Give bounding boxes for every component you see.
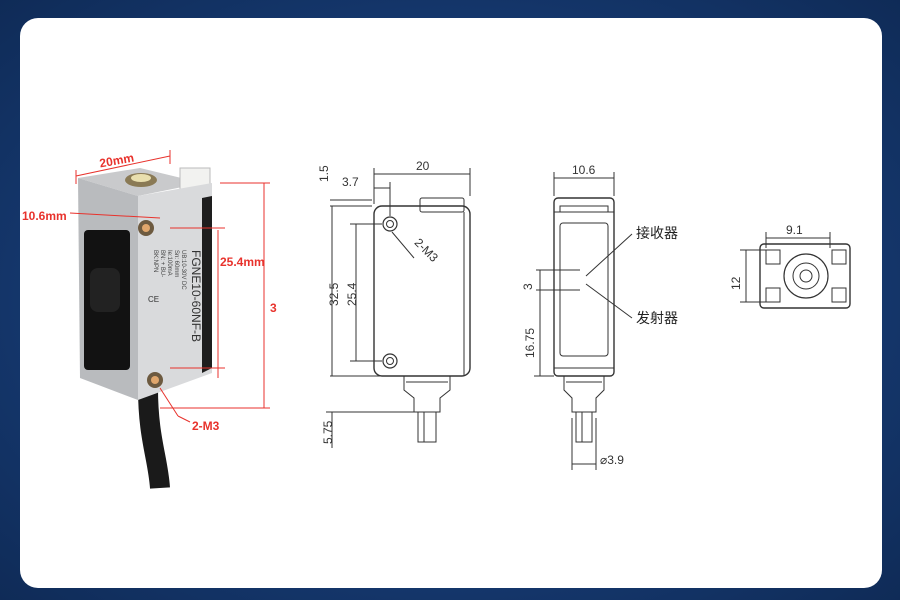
spec-line: Sn: 60mm <box>173 250 179 277</box>
side-dim-bottom: 5.75 <box>321 420 335 444</box>
side-view-hole-leader <box>391 231 415 259</box>
front-dim-cable: ⌀3.9 <box>600 453 624 467</box>
top-dim-height: 12 <box>729 276 743 290</box>
front-dim-gap: 3 <box>521 283 535 290</box>
front-view-drawing <box>534 172 633 470</box>
side-view-labels: 20 3.7 1.5 32.5 25.4 5.75 2-M3 <box>317 159 441 444</box>
top-view-drawing <box>740 232 851 309</box>
sensor-cable <box>138 387 170 489</box>
side-view-gland <box>403 376 451 413</box>
front-view-body <box>553 197 615 377</box>
ce-mark-icon: CE <box>148 295 159 304</box>
side-view-drawing <box>326 168 471 448</box>
hole-spacing-dimension: 25.4mm <box>220 255 265 269</box>
top-dim-width: 9.1 <box>786 223 803 237</box>
front-view-cable <box>575 411 593 443</box>
side-view-body <box>373 205 471 377</box>
receiver-label: 接收器 <box>636 225 678 241</box>
width-dim-line <box>75 155 171 177</box>
side-dim-hole-offset: 3.7 <box>342 175 359 189</box>
model-label: FGNE10-60NF-B <box>189 250 203 342</box>
top-view-labels: 9.1 12 <box>729 223 803 290</box>
hole-label: 2-M3 <box>192 419 220 433</box>
technical-drawing: FGNE10-60NF-B UB:10-30V DC Sn: 60mm Ie:1… <box>22 150 851 489</box>
front-view-gland <box>563 376 605 413</box>
depth-dimension: 10.6mm <box>22 209 67 223</box>
hole-leader-line <box>159 387 179 417</box>
front-view-labels: 10.6 3 16.75 ⌀3.9 接收器 发射器 <box>521 163 678 467</box>
top-view-body <box>759 243 851 309</box>
width-dimension: 20mm <box>98 151 135 171</box>
side-hole-label: 2-M3 <box>412 235 441 264</box>
side-view-hole-icon <box>382 353 398 369</box>
emitter-leader <box>585 283 633 319</box>
emitter-label: 发射器 <box>636 310 678 326</box>
spec-line: BK:NPN <box>152 250 158 272</box>
sensor-side-face <box>138 183 212 400</box>
receiver-leader <box>585 233 633 277</box>
spec-line: BN: + BU- <box>159 250 165 277</box>
side-dim-top-margin: 1.5 <box>317 165 331 182</box>
front-dim-width: 10.6 <box>572 163 596 177</box>
side-dim-hole-spacing: 25.4 <box>345 282 359 306</box>
height-dimension: 3 <box>270 301 277 315</box>
side-dim-body-height: 32.5 <box>327 282 341 306</box>
side-dim-width: 20 <box>416 159 430 173</box>
sensor-photo: FGNE10-60NF-B UB:10-30V DC Sn: 60mm Ie:1… <box>22 150 277 489</box>
drawing-card: FGNE10-60NF-B UB:10-30V DC Sn: 60mm Ie:1… <box>20 18 882 588</box>
side-view-cable <box>417 411 437 443</box>
spec-line: Ie:100mA <box>166 250 172 276</box>
front-dim-lower: 16.75 <box>523 328 537 358</box>
depth-dim-line <box>69 212 161 219</box>
spec-line: UB:10-30V DC <box>180 250 186 290</box>
top-view-connector-icon <box>783 253 829 299</box>
side-view-hole-icon <box>382 216 398 232</box>
